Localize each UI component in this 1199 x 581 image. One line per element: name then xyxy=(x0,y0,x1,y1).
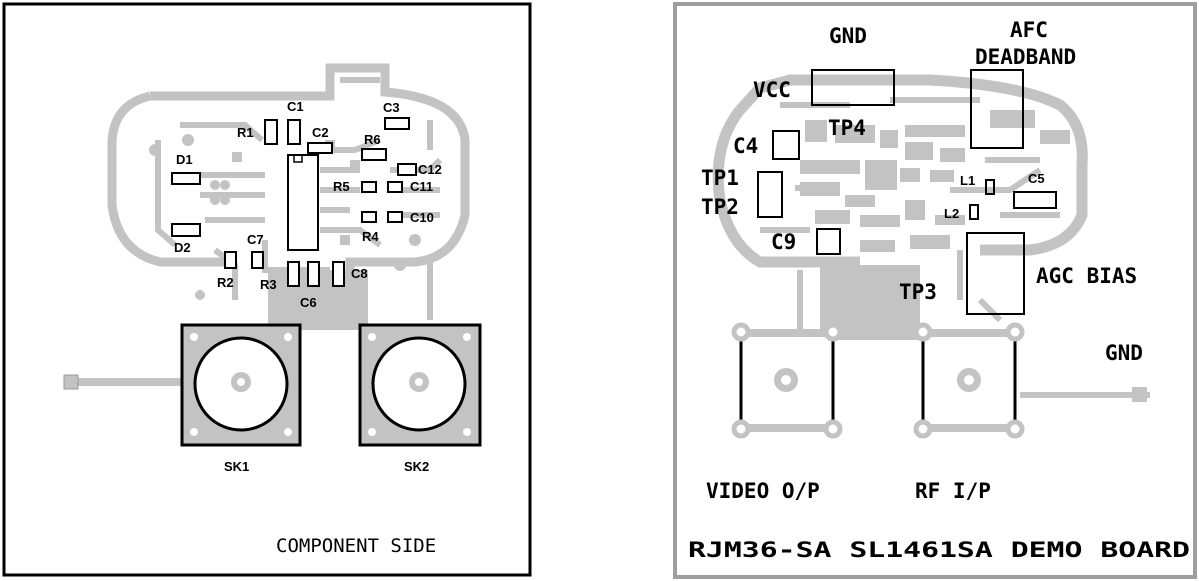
c7-outline xyxy=(251,251,264,269)
r1-label: R1 xyxy=(237,125,254,140)
c1-label: C1 xyxy=(287,99,304,114)
sk1-connector xyxy=(180,323,302,447)
r3-label: R3 xyxy=(260,277,277,292)
afc-box xyxy=(970,69,1024,149)
c2-outline xyxy=(307,142,333,154)
ic-outline xyxy=(287,154,319,251)
r4-label: R4 xyxy=(362,229,379,244)
copper-outline-trace xyxy=(107,63,470,300)
vcc-label: VCC xyxy=(753,78,791,102)
c2-label: C2 xyxy=(312,125,329,140)
component-side-caption: COMPONENT SIDE xyxy=(276,535,436,557)
d2-label: D2 xyxy=(174,240,191,255)
c6-outline xyxy=(307,261,320,287)
c9-box xyxy=(816,228,841,255)
l1-label: L1 xyxy=(960,173,975,188)
r2-outline xyxy=(224,251,237,269)
video-op-connector xyxy=(731,322,843,439)
c9-label: C9 xyxy=(771,230,796,254)
c3-label: C3 xyxy=(383,100,400,115)
c11-label: C11 xyxy=(410,179,433,194)
sk1-feed-pad xyxy=(63,374,79,390)
r1-outline xyxy=(264,119,278,145)
agc-bias-label: AGC BIAS xyxy=(1036,264,1137,288)
gnd-top-label: GND xyxy=(829,24,867,48)
d1-outline xyxy=(171,172,201,185)
gnd-right-label: GND xyxy=(1105,341,1143,365)
rf-ip-connector xyxy=(913,322,1025,439)
tp1-tp2-box xyxy=(757,171,783,218)
d2-outline xyxy=(171,223,201,237)
rf-ip-label: RF I/P xyxy=(915,479,991,503)
d1-label: D1 xyxy=(176,152,193,167)
copper-traces-right xyxy=(760,97,1150,398)
c10-label: C10 xyxy=(410,210,434,225)
c6-label: C6 xyxy=(300,295,317,310)
r4-outline xyxy=(361,211,377,223)
c12-outline xyxy=(397,163,417,176)
c8-outline xyxy=(332,261,345,287)
tp3-label: TP3 xyxy=(899,280,937,304)
tp4-label: TP4 xyxy=(828,116,866,140)
r6-label: R6 xyxy=(364,132,381,147)
c10-outline xyxy=(387,211,403,223)
tp2-label: TP2 xyxy=(701,195,739,219)
r2-label: R2 xyxy=(217,275,234,290)
sk2-label: SK2 xyxy=(404,459,429,474)
deadband-label: DEADBAND xyxy=(975,45,1076,69)
c4-label: C4 xyxy=(733,134,758,158)
copper-outline-trace-right xyxy=(712,74,1088,268)
board-title: RJM36-SA SL1461SA DEMO BOARD xyxy=(688,538,1190,562)
vcc-box xyxy=(811,69,895,106)
ic-pin1-mark xyxy=(293,154,303,163)
component-side-panel: R1 C1 C2 C3 R6 C12 D1 R5 C11 R4 C10 D2 C… xyxy=(2,2,532,577)
agc-bias-box xyxy=(966,232,1025,315)
c5-label: C5 xyxy=(1028,171,1045,186)
l1-mark xyxy=(985,179,995,195)
l2-mark xyxy=(969,204,979,220)
r5-outline xyxy=(361,181,377,193)
c1-outline xyxy=(287,119,301,145)
component-outlines xyxy=(171,117,417,287)
tp1-label: TP1 xyxy=(701,166,739,190)
sk1-label: SK1 xyxy=(224,459,249,474)
c3-outline xyxy=(384,117,410,130)
afc-label: AFC xyxy=(1010,18,1048,42)
sk2-connector xyxy=(358,323,482,447)
c5-box xyxy=(1013,191,1057,209)
c12-label: C12 xyxy=(418,162,442,177)
r5-label: R5 xyxy=(333,179,350,194)
solder-side-panel: GND AFC DEADBAND VCC TP4 C4 TP1 TP2 L1 C… xyxy=(673,2,1197,579)
gnd-pad-right xyxy=(1132,387,1147,402)
c7-label: C7 xyxy=(247,232,264,247)
video-op-label: VIDEO O/P xyxy=(706,479,820,503)
c4-box xyxy=(772,130,800,160)
c8-label: C8 xyxy=(351,266,368,281)
r6-outline xyxy=(361,148,387,161)
r3-outline xyxy=(287,261,300,287)
c11-outline xyxy=(387,181,403,193)
silkscreen-outlines xyxy=(757,69,1057,315)
sk1-feed-trace xyxy=(66,378,184,386)
l2-label: L2 xyxy=(944,206,959,221)
